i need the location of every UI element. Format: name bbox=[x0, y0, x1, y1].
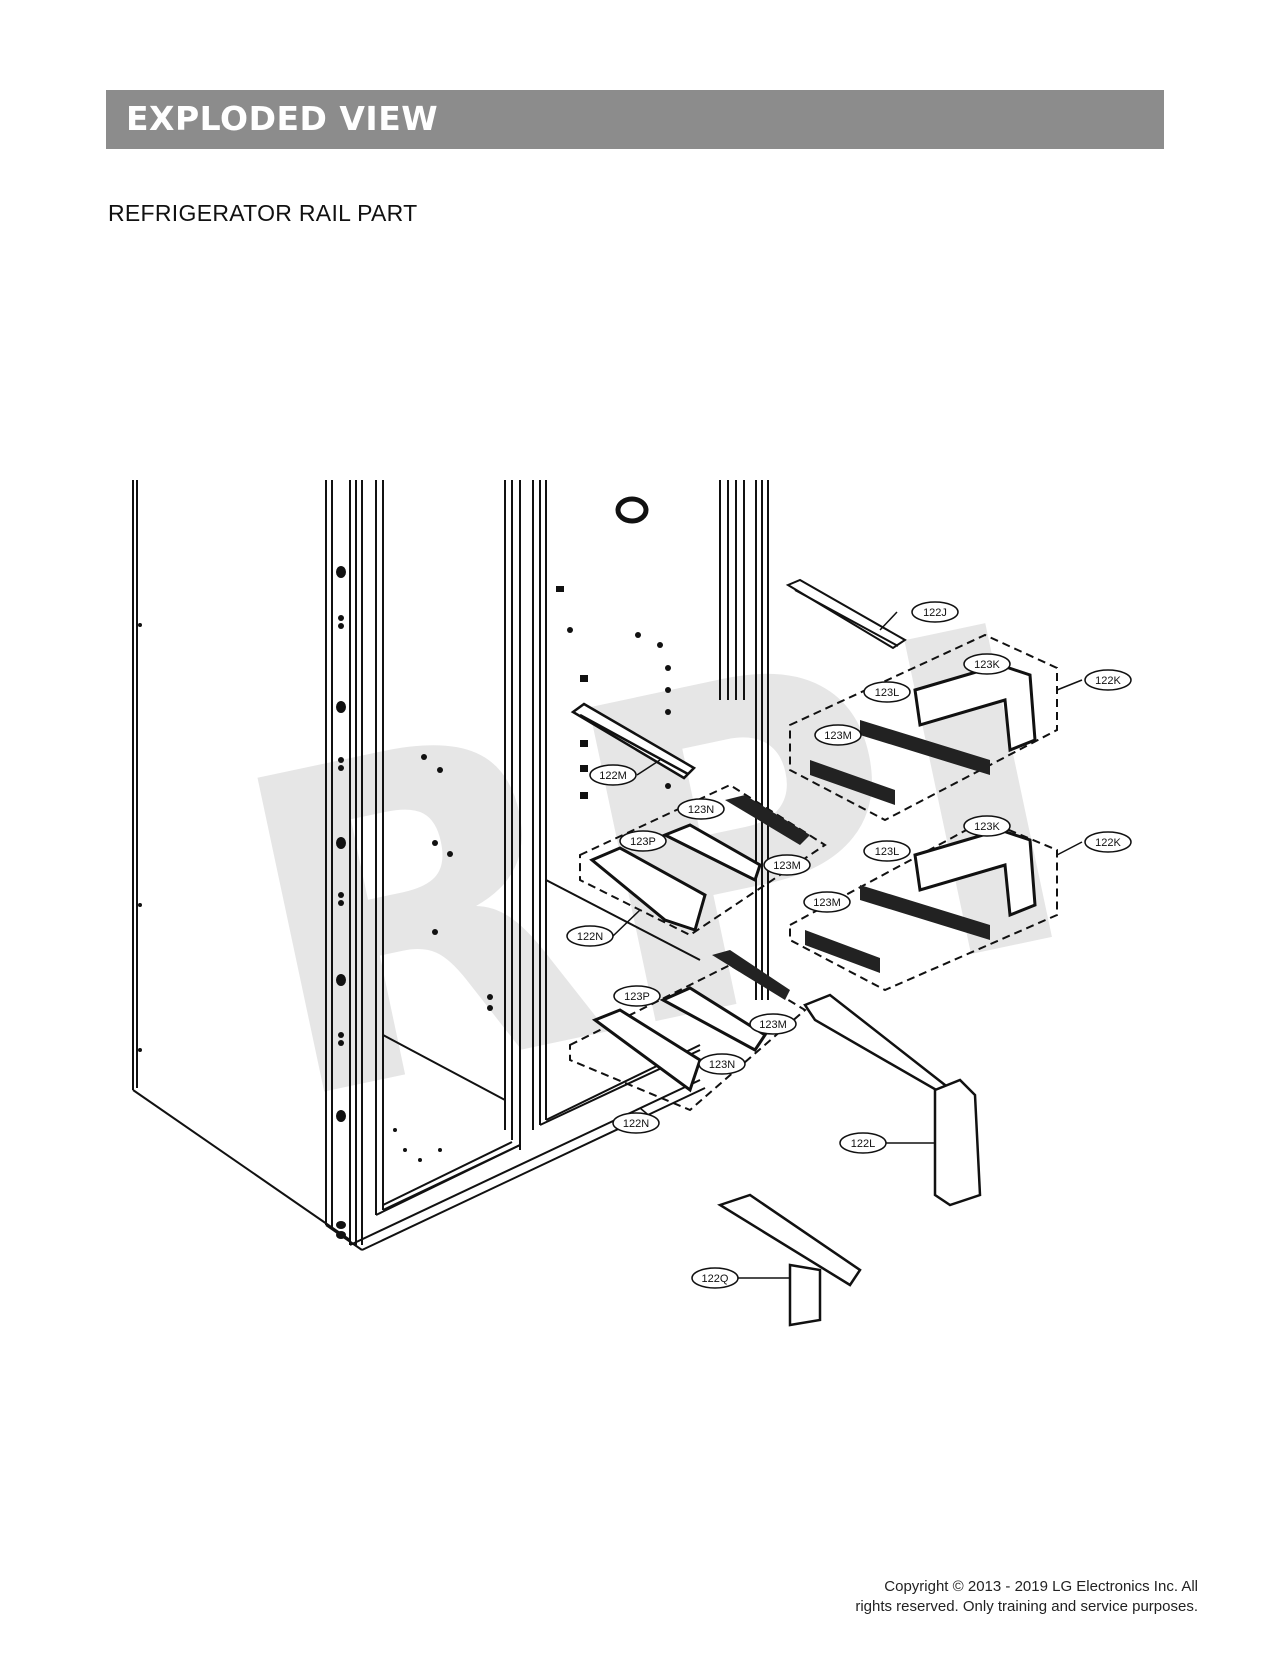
svg-text:122N: 122N bbox=[577, 931, 603, 943]
svg-text:123P: 123P bbox=[630, 836, 656, 848]
callout-122M: 122M bbox=[589, 759, 661, 786]
callout-123L-top: 123L bbox=[863, 681, 911, 703]
callouts: 122J 122K 123K 123L 123M 122M 123N bbox=[566, 601, 1132, 1289]
svg-text:122K: 122K bbox=[1095, 837, 1121, 849]
part-122M bbox=[570, 702, 697, 780]
svg-text:123N: 123N bbox=[688, 804, 714, 816]
callout-123M-top: 123M bbox=[814, 724, 862, 746]
svg-text:123M: 123M bbox=[824, 730, 852, 742]
callout-122N-low: 122N bbox=[612, 1107, 660, 1134]
callout-123P-low: 123P bbox=[613, 985, 661, 1007]
part-group-122N-low bbox=[569, 950, 807, 1112]
callout-123N-mid: 123N bbox=[677, 798, 725, 820]
svg-text:122Q: 122Q bbox=[702, 1273, 729, 1285]
callout-123P-mid: 123P bbox=[619, 830, 667, 852]
header-banner: EXPLODED VIEW bbox=[106, 90, 1164, 149]
callout-123M-mid: 123M bbox=[763, 854, 811, 876]
refrigerator-cabinet bbox=[132, 480, 769, 1251]
svg-text:122M: 122M bbox=[599, 770, 627, 782]
part-122Q bbox=[717, 1193, 862, 1327]
callout-122K-low: 122K bbox=[1056, 831, 1132, 856]
callout-123M-low: 123M bbox=[803, 891, 851, 913]
svg-text:123N: 123N bbox=[709, 1059, 735, 1071]
callout-122Q: 122Q bbox=[691, 1267, 790, 1289]
cabinet-holes bbox=[138, 566, 671, 1239]
callout-122K-top: 122K bbox=[1056, 669, 1132, 691]
svg-text:123P: 123P bbox=[624, 991, 650, 1003]
callout-123M-low2: 123M bbox=[749, 1013, 797, 1035]
part-122J bbox=[785, 578, 907, 650]
svg-text:122N: 122N bbox=[623, 1118, 649, 1130]
callout-123N-low: 123N bbox=[698, 1053, 746, 1075]
svg-text:123M: 123M bbox=[813, 897, 841, 909]
svg-text:123K: 123K bbox=[974, 821, 1000, 833]
callout-123K-low: 123K bbox=[963, 815, 1011, 837]
svg-text:122L: 122L bbox=[851, 1138, 875, 1150]
drain-hole bbox=[615, 496, 649, 524]
callout-123L-low: 123L bbox=[863, 840, 911, 862]
copyright-notice: Copyright © 2013 - 2019 LG Electronics I… bbox=[855, 1577, 1198, 1617]
callout-122J: 122J bbox=[879, 601, 959, 631]
svg-text:122K: 122K bbox=[1095, 675, 1121, 687]
copyright-line-1: Copyright © 2013 - 2019 LG Electronics I… bbox=[884, 1578, 1198, 1595]
part-122L bbox=[803, 993, 982, 1207]
section-title: REFRIGERATOR RAIL PART bbox=[108, 200, 418, 226]
callout-123K-top: 123K bbox=[963, 653, 1011, 675]
page-title: EXPLODED VIEW bbox=[126, 99, 439, 138]
svg-text:123M: 123M bbox=[773, 860, 801, 872]
svg-text:123K: 123K bbox=[974, 659, 1000, 671]
part-group-122N-mid bbox=[579, 783, 827, 937]
part-group-122K-top bbox=[789, 633, 1058, 822]
svg-text:122J: 122J bbox=[923, 607, 947, 619]
callout-122N-mid: 122N bbox=[566, 909, 641, 947]
svg-text:123L: 123L bbox=[875, 846, 899, 858]
callout-122L: 122L bbox=[839, 1132, 935, 1154]
copyright-line-2: rights reserved. Only training and servi… bbox=[855, 1598, 1198, 1615]
svg-text:123M: 123M bbox=[759, 1019, 787, 1031]
svg-text:123L: 123L bbox=[875, 687, 899, 699]
